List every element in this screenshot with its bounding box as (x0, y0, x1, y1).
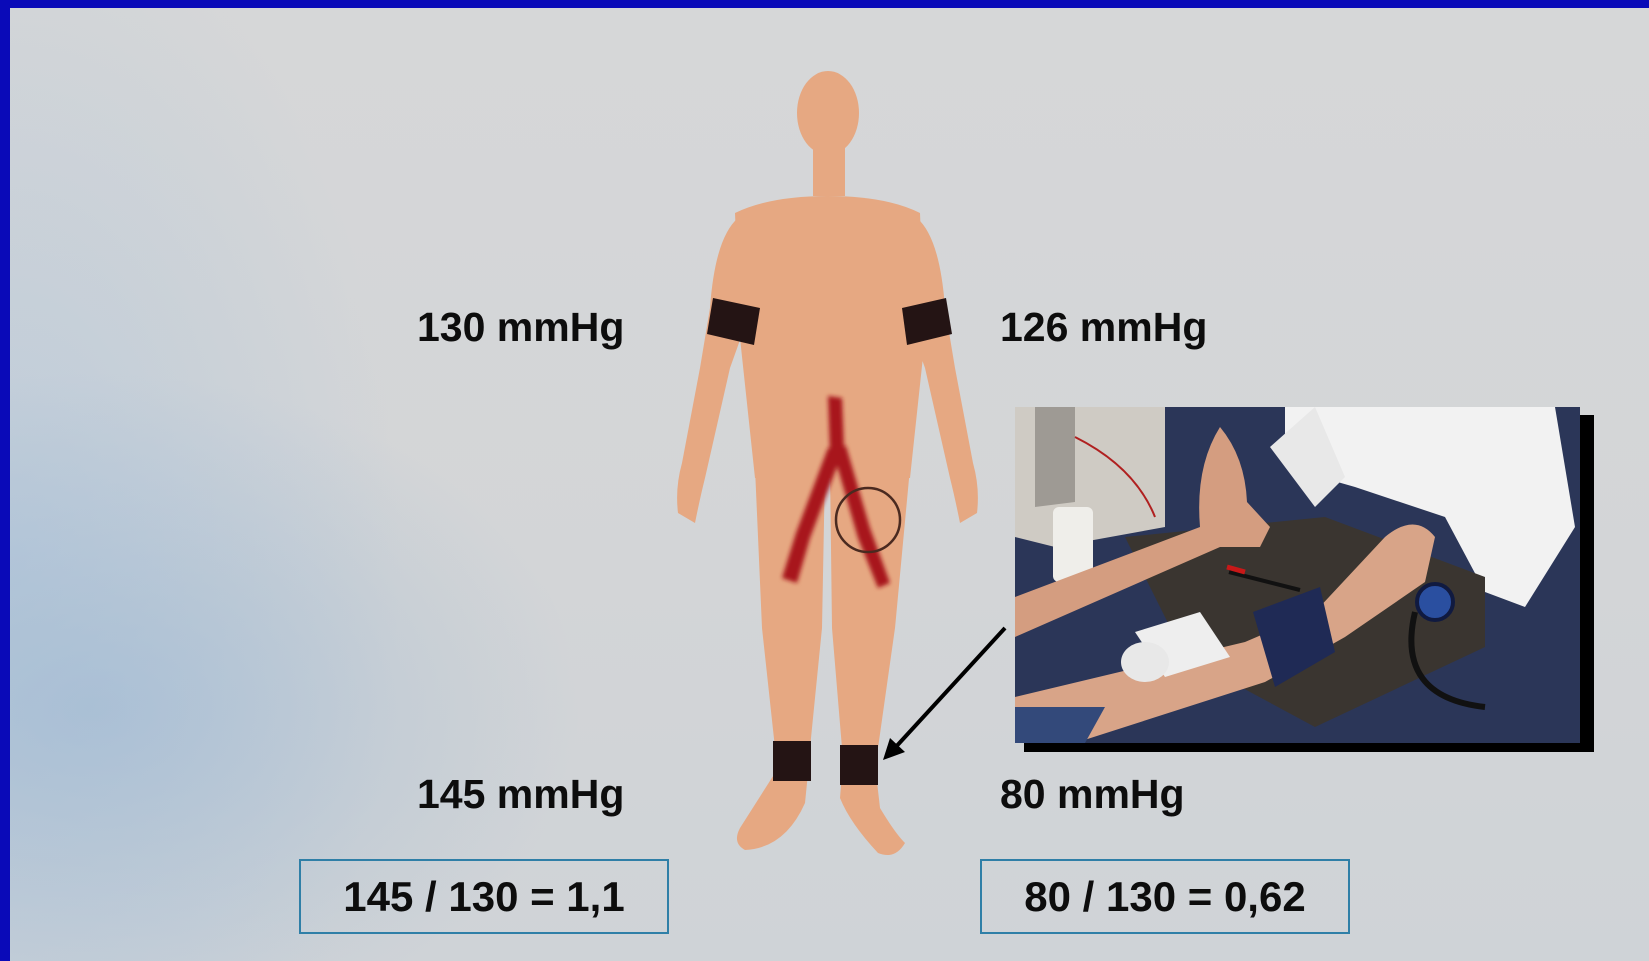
cuff-ankle-right (773, 741, 811, 781)
ratio-box-right: 145 / 130 = 1,1 (299, 859, 669, 934)
reading-right-ankle: 145 mmHg (417, 771, 624, 818)
body-arm-right (677, 218, 755, 523)
photo-illustration (1015, 407, 1580, 743)
ratio-box-left: 80 / 130 = 0,62 (980, 859, 1350, 934)
ankle-measurement-photo (1015, 407, 1580, 743)
body-foot-left (840, 773, 905, 855)
reading-right-arm: 130 mmHg (417, 304, 624, 351)
aorta (828, 396, 844, 453)
cuff-ankle-left (840, 745, 878, 785)
body-head (797, 71, 859, 155)
reading-left-ankle: 80 mmHg (1000, 771, 1185, 818)
slide-canvas: 130 mmHg 126 mmHg 145 mmHg 80 mmHg 145 /… (10, 8, 1649, 961)
body-neck (813, 146, 845, 196)
body-foot-right (737, 773, 808, 850)
reading-left-arm: 126 mmHg (1000, 304, 1207, 351)
arrow-line (893, 628, 1005, 750)
